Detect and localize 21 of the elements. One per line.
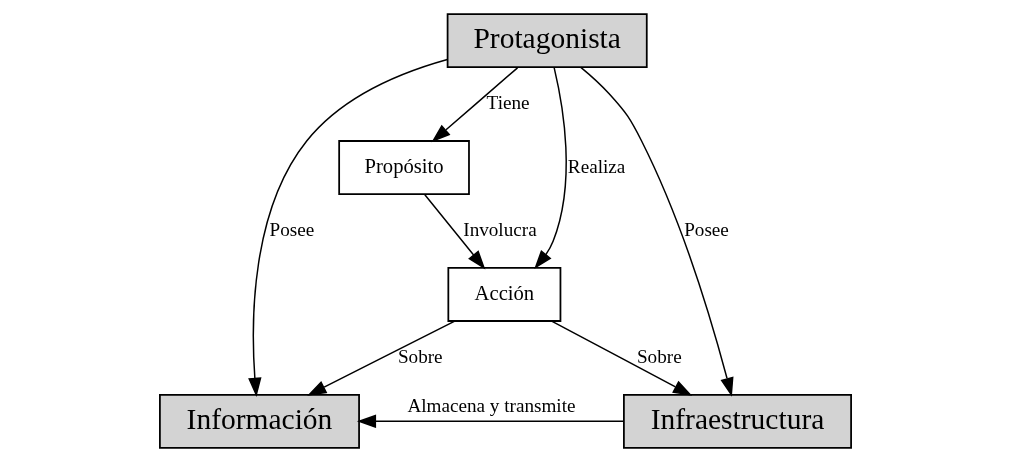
arrow xyxy=(431,67,518,143)
arrow xyxy=(550,320,692,396)
arrow xyxy=(356,414,624,429)
arrow xyxy=(247,58,448,397)
node-box: Información xyxy=(158,393,360,449)
edge-label: Almacena y transmite xyxy=(406,394,576,416)
node-box: Propósito xyxy=(337,140,470,195)
edge-label: Posee xyxy=(683,219,729,241)
edge-label: Sobre xyxy=(397,345,443,367)
edge-label: Involucra xyxy=(462,219,537,241)
arrow xyxy=(423,193,485,270)
edge-label: Posee xyxy=(269,219,314,241)
arrow xyxy=(533,67,567,270)
node-box: Infraestructura xyxy=(622,393,852,449)
node-box: Protagonista xyxy=(446,13,648,69)
node-box: Acción xyxy=(446,267,561,322)
arrow xyxy=(579,66,733,397)
edge-label: Realiza xyxy=(567,155,625,177)
arrow xyxy=(306,320,455,396)
edge-label: Tiene xyxy=(486,92,530,114)
edge-label: Sobre xyxy=(636,345,682,367)
